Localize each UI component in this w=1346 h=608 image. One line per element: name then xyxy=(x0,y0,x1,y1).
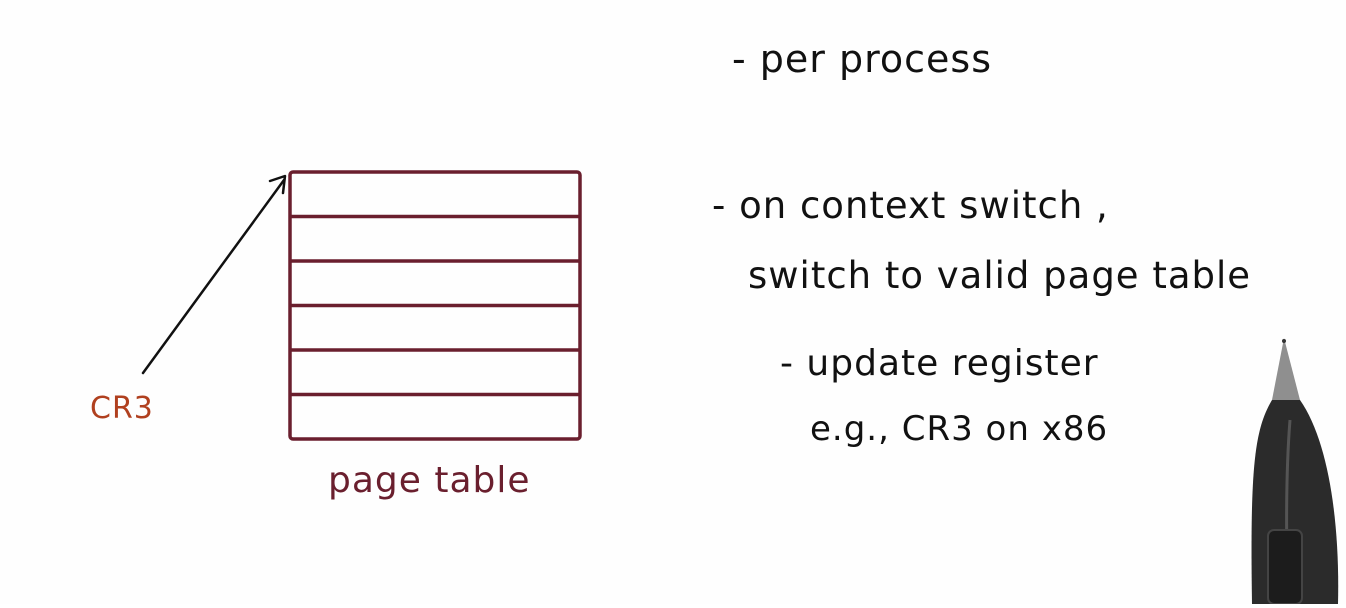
note-cr3-example: e.g., CR3 on x86 xyxy=(810,409,1108,449)
cr3-label: CR3 xyxy=(90,391,154,426)
note-context-switch: - on context switch , xyxy=(712,184,1109,227)
stylus-pen-icon xyxy=(1251,338,1339,605)
page-table xyxy=(288,170,582,441)
note-switch-valid-table: switch to valid page table xyxy=(748,254,1251,297)
cr3-arrow xyxy=(141,174,287,375)
note-per-process: - per process xyxy=(732,37,992,81)
note-update-register: - update register xyxy=(780,343,1099,384)
page-table-caption: page table xyxy=(328,460,531,501)
